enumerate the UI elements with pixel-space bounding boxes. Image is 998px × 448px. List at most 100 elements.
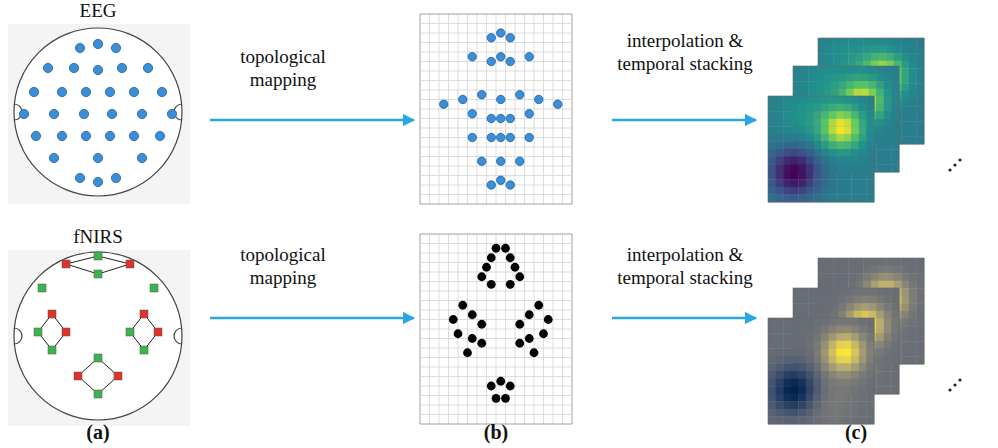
heatmap-pixel xyxy=(798,394,806,402)
fnirs-channel xyxy=(66,264,98,274)
fnirs-optode xyxy=(34,328,42,336)
heatmap-pixel xyxy=(783,379,791,387)
heatmap-pixel xyxy=(866,111,874,119)
heatmap-pixel xyxy=(791,157,799,165)
heatmap-pixel xyxy=(821,126,829,134)
heatmap-pixel xyxy=(783,194,791,202)
heatmap-pixel xyxy=(851,401,859,409)
fnirs-heatmap-frame xyxy=(768,318,874,424)
heatmap-pixel xyxy=(844,172,852,180)
heatmap-pixel xyxy=(848,281,856,289)
heatmap-pixel xyxy=(891,66,899,74)
heatmap-pixel xyxy=(876,96,884,104)
grid-line xyxy=(420,33,572,34)
heatmap-pixel xyxy=(823,288,831,296)
heatmap-pixel xyxy=(879,38,887,46)
heatmap-pixel xyxy=(826,281,834,289)
heatmap-pixel xyxy=(901,273,909,281)
heatmap-pixel xyxy=(768,409,776,417)
heatmap-pixel xyxy=(783,348,791,356)
heatmap-pixel xyxy=(909,38,917,46)
eeg-electrode xyxy=(157,87,166,96)
heatmap-pixel xyxy=(783,96,791,104)
heatmap-pixel xyxy=(859,96,867,104)
heatmap-pixel xyxy=(886,53,894,61)
heatmap-pixel xyxy=(813,164,821,172)
heatmap-pixel xyxy=(798,164,806,172)
panel-title: EEG xyxy=(58,0,138,23)
heatmap-pixel xyxy=(854,288,862,296)
heatmap-pixel xyxy=(866,386,874,394)
heatmap-pixel xyxy=(806,409,814,417)
heatmap-pixel xyxy=(861,296,869,304)
heatmap-pixel xyxy=(783,149,791,157)
heatmap-pixel xyxy=(851,194,859,202)
heatmap-pixel xyxy=(798,157,806,165)
heatmap-pixel xyxy=(876,379,884,387)
heatmap-pixel xyxy=(783,157,791,165)
heatmap-pixel xyxy=(869,288,877,296)
heatmap-pixel xyxy=(876,326,884,334)
heatmap-pixel xyxy=(901,129,909,137)
grid-line xyxy=(420,414,572,415)
heatmap-pixel xyxy=(848,266,856,274)
heatmap-pixel xyxy=(793,303,801,311)
heatmap-pixel xyxy=(851,363,859,371)
heatmap-pixel xyxy=(813,126,821,134)
heatmap-pixel xyxy=(829,126,837,134)
grid xyxy=(420,234,572,424)
heatmap-pixel xyxy=(884,66,892,74)
heatmap-pixel xyxy=(798,348,806,356)
heatmap-pixel xyxy=(884,89,892,97)
heatmap-pixel xyxy=(813,356,821,364)
heatmap-pixel xyxy=(836,164,844,172)
heatmap-pixel xyxy=(791,179,799,187)
mapped-electrode xyxy=(506,57,514,65)
heatmap-pixel xyxy=(831,81,839,89)
heatmap-pixel xyxy=(836,363,844,371)
heatmap-pixel xyxy=(829,149,837,157)
heatmap-pixel xyxy=(818,53,826,61)
mapped-electrode xyxy=(487,133,495,141)
heatmap-pixel xyxy=(876,89,884,97)
heatmap-pixel xyxy=(876,296,884,304)
heatmap-pixel xyxy=(866,141,874,149)
heatmap-pixel xyxy=(886,266,894,274)
heatmap-pixel xyxy=(869,66,877,74)
heatmap-pixel xyxy=(836,409,844,417)
fnirs-optode xyxy=(94,354,102,362)
heatmap-pixel xyxy=(813,149,821,157)
mapped-electrode xyxy=(487,34,495,42)
heatmap-pixel xyxy=(851,126,859,134)
heatmap-pixel xyxy=(909,266,917,274)
heatmap-pixel xyxy=(838,296,846,304)
heatmap-pixel xyxy=(783,371,791,379)
mapped-channel xyxy=(515,272,524,281)
step-label: interpolation & temporal stacking xyxy=(606,30,764,76)
heatmap-pixel xyxy=(879,281,887,289)
heatmap-pixel xyxy=(884,386,892,394)
heatmap-pixel xyxy=(793,296,801,304)
heatmap-pixel xyxy=(884,349,892,357)
heatmap-pixel xyxy=(821,356,829,364)
heatmap-pixel xyxy=(916,46,924,54)
heatmap-pixel xyxy=(838,303,846,311)
heatmap-pixel xyxy=(851,187,859,195)
heatmap-pixel xyxy=(768,371,776,379)
mapped-electrode xyxy=(525,133,533,141)
heatmap-pixel xyxy=(776,172,784,180)
heatmap-pixel xyxy=(851,326,859,334)
heatmap-pixel xyxy=(884,74,892,82)
heatmap-pixel xyxy=(829,409,837,417)
heatmap-pixel xyxy=(861,74,869,82)
heatmap-pixel xyxy=(768,386,776,394)
fnirs-channel xyxy=(98,256,130,264)
mapped-electrode xyxy=(525,53,533,61)
heatmap-pixel xyxy=(768,164,776,172)
heatmap-pixel xyxy=(806,172,814,180)
heatmap-pixel xyxy=(798,141,806,149)
mapped-channel xyxy=(468,310,477,319)
heatmap-pixel xyxy=(783,326,791,334)
heatmap-pixel xyxy=(806,348,814,356)
